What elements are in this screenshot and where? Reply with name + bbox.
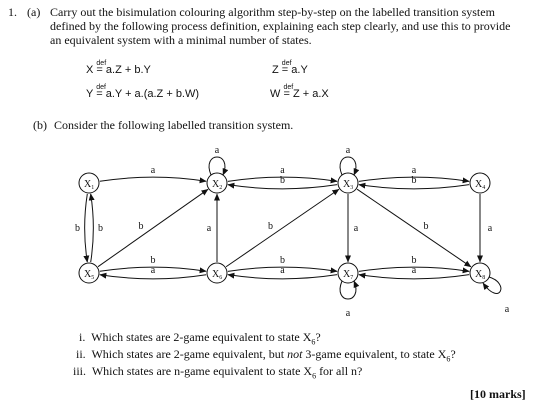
state-x2: X2 (206, 172, 228, 194)
part-b-text: Consider the following labelled transiti… (54, 118, 294, 132)
transition-label-X3-X7: a (354, 223, 359, 234)
definition-y: Y def= a.Y + a.(a.Z + b.W) (86, 84, 200, 100)
transition-label-X5-X6: b (151, 255, 156, 266)
transition-arrow-X3-X8 (356, 188, 472, 268)
transition-arrow-X7-X7 (339, 280, 360, 300)
svg-text:X6: X6 (212, 269, 222, 281)
svg-text:X3: X3 (343, 179, 353, 191)
transition-arrow-X4-X3 (358, 182, 470, 190)
state-x4: X4 (469, 172, 491, 194)
transition-label-X5-X2: b (139, 221, 144, 232)
transition-arrow-X6-X5 (99, 272, 207, 280)
part-a-line-2: defined by the following process definit… (50, 19, 511, 33)
transition-label-X6-X3: b (268, 221, 273, 232)
state-x8: X8 (469, 262, 491, 284)
transition-label-X7-X6: a (280, 265, 285, 276)
part-a-label: (a) (27, 5, 41, 19)
transition-label-X3-X3: a (346, 145, 351, 156)
transition-arrow-X5-X1 (88, 193, 95, 263)
transition-label-X8-X7: a (412, 265, 417, 276)
transition-arrow-X2-X2 (208, 156, 229, 176)
subquestion-1: i. Which states are 2-game equivalent to… (79, 330, 321, 347)
transition-arrow-X2-X3 (227, 176, 338, 184)
transition-arrow-X7-X6 (227, 272, 338, 280)
definition-z: Z def= a.Y (272, 60, 308, 76)
transition-label-X4-X3: b (412, 175, 417, 186)
transition-label-X8-X8: a (505, 304, 510, 315)
state-x1: X1 (78, 172, 100, 194)
marks: [10 marks] (470, 387, 526, 401)
transition-arrow-X5-X6 (99, 266, 207, 274)
transition-label-X2-X2: a (215, 145, 220, 156)
transition-label-X6-X5: a (151, 265, 156, 276)
transition-arrow-X7-X8 (358, 266, 470, 274)
transition-arrow-X6-X3 (225, 188, 340, 268)
transition-label-X2-X3: a (280, 165, 285, 176)
transition-arrow-X6-X7 (227, 266, 338, 274)
part-a-line-3: an equivalent system with a minimal numb… (50, 33, 312, 47)
transition-arrow-X8-X8 (482, 276, 502, 294)
transition-arrow-X3-X3 (339, 156, 360, 176)
part-a-line-1: Carry out the bisimulation colouring alg… (50, 5, 495, 19)
transition-label-X7-X8: b (412, 255, 417, 266)
svg-text:X4: X4 (475, 179, 485, 191)
transition-label-X7-X7: a (346, 308, 351, 319)
definition-x: X def= a.Z + b.Y (86, 60, 151, 76)
question-number: 1. (8, 5, 17, 19)
svg-text:X8: X8 (475, 269, 485, 281)
transition-arrow-X3-X4 (358, 176, 470, 184)
transition-arrow-X3-X2 (227, 182, 338, 190)
transition-arrow-X5-X2 (97, 188, 209, 268)
subquestion-3: iii. Which states are n-game equivalent … (73, 364, 363, 381)
state-x6: X6 (206, 262, 228, 284)
state-x3: X3 (337, 172, 359, 194)
svg-text:X7: X7 (343, 269, 353, 281)
transition-label-X3-X2: b (280, 175, 285, 186)
transition-label-X4-X8: a (488, 223, 493, 234)
transition-label-X1-X2: a (151, 165, 156, 176)
transition-label-X3-X8: b (424, 221, 429, 232)
transition-label-X6-X2: a (207, 223, 212, 234)
part-b-label: (b) (33, 118, 47, 132)
subquestion-2: ii. Which states are 2-game equivalent, … (76, 347, 456, 364)
transition-label-X5-X1: b (98, 223, 103, 234)
transition-label-X1-X5: b (75, 223, 80, 234)
svg-text:X2: X2 (212, 179, 222, 191)
definition-w: W def= Z + a.X (270, 84, 329, 100)
state-x5: X5 (78, 262, 100, 284)
transition-arrow-X8-X7 (358, 272, 470, 280)
transition-arrow-X1-X5 (83, 193, 90, 263)
transition-label-X3-X4: a (412, 165, 417, 176)
svg-text:X5: X5 (84, 269, 94, 281)
transition-label-X6-X7: b (280, 255, 285, 266)
transition-arrow-X1-X2 (99, 176, 207, 184)
svg-text:X1: X1 (84, 179, 94, 191)
state-x7: X7 (337, 262, 359, 284)
